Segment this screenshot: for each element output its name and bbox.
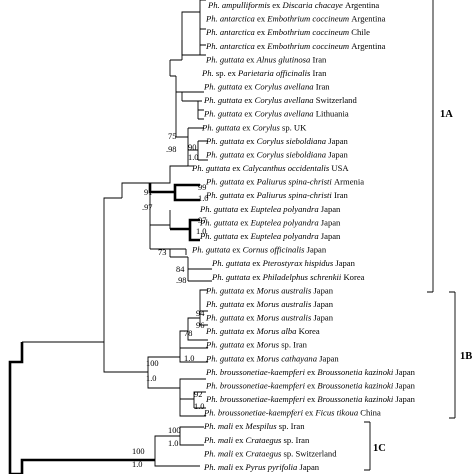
leaf-label: Ph. guttata ex Alnus glutinosa Iran bbox=[205, 54, 327, 64]
support-value: 84 bbox=[176, 265, 185, 274]
leaf-label: Ph. broussonetiae-kaempferi ex Ficus tik… bbox=[203, 408, 381, 418]
support-value: 73 bbox=[158, 248, 166, 257]
support-value: 1.0 bbox=[194, 402, 204, 411]
clade-label-1c: 1C bbox=[373, 443, 386, 454]
leaf-label: Ph. guttata ex Corylus sieboldiana Japan bbox=[205, 150, 349, 160]
leaf-label: Ph. guttata ex Euptelea polyandra Japan bbox=[199, 204, 341, 214]
leaf-label: Ph. guttata ex Corylus sieboldiana Japan bbox=[205, 136, 349, 146]
support-value: .98 bbox=[166, 145, 176, 154]
support-value: 92 bbox=[194, 390, 202, 399]
support-value: 1.0 bbox=[188, 153, 198, 162]
leaf-label: Ph. broussonetiae-kaempferi ex Broussone… bbox=[205, 381, 416, 391]
leaf-label: Ph. guttata ex Paliurus spina-christi Ir… bbox=[205, 190, 349, 200]
support-value: 100 bbox=[146, 359, 159, 368]
leaf-label: Ph. guttata ex Euptelea polyandra Japan bbox=[199, 231, 341, 241]
support-value: 1.0 bbox=[168, 439, 178, 448]
leaf-label: Ph. guttata ex Morus australis Japan bbox=[205, 299, 334, 309]
clade-label-1b: 1B bbox=[460, 351, 472, 362]
support-value: 1.0 bbox=[184, 354, 194, 363]
leaf-label: Ph. guttata ex Cornus officinalis Japan bbox=[191, 245, 327, 255]
support-value: 96 bbox=[196, 321, 204, 330]
leaf-label: Ph. sp. ex Parietaria officinalis Iran bbox=[201, 68, 327, 78]
leaf-label: Ph. mali ex Crataegus sp. Switzerland bbox=[203, 448, 337, 458]
leaf-label: Ph. broussonetiae-kaempferi ex Broussone… bbox=[205, 367, 416, 377]
support-value: 97 bbox=[198, 216, 206, 225]
leaf-label: Ph. guttata ex Corylus avellana Switzerl… bbox=[203, 95, 357, 105]
support-value: 75 bbox=[168, 132, 176, 141]
leaf-label: Ph. guttata ex Morus australis Japan bbox=[205, 313, 334, 323]
support-value: 78 bbox=[184, 329, 192, 338]
support-value: 1.0 bbox=[198, 194, 208, 203]
clade-brackets: 1A 1B 1C bbox=[364, 0, 472, 471]
support-value: 91 bbox=[144, 188, 152, 197]
leaf-label: Ph. mali ex Mespilus sp. Iran bbox=[203, 421, 305, 431]
leaf-label: Ph. guttata ex Paliurus spina-christi Ar… bbox=[205, 177, 364, 187]
leaf-label: Ph. ampulliformis ex Discaria chacaye Ar… bbox=[207, 0, 379, 10]
leaf-label: Ph. guttata ex Morus alba Korea bbox=[205, 326, 320, 336]
leaf-label: Ph. guttata ex Corylus sp. UK bbox=[201, 122, 307, 132]
support-value: 90 bbox=[188, 143, 196, 152]
leaf-label: Ph. guttata ex Philadelphus schrenkii Ko… bbox=[211, 272, 365, 282]
leaf-label: Ph. mali ex Crataegus sp. Iran bbox=[203, 435, 310, 445]
leaf-label: Ph. guttata ex Corylus avellana Iran bbox=[203, 82, 330, 92]
support-value: 1.0 bbox=[132, 460, 142, 469]
leaf-label: Ph. antarctica ex Embothrium coccineum A… bbox=[205, 14, 386, 24]
support-value: 94 bbox=[196, 309, 205, 318]
support-value: .98 bbox=[176, 276, 186, 285]
support-value: .97 bbox=[142, 203, 152, 212]
leaf-label: Ph. mali ex Pyrus pyrifolia Japan bbox=[203, 462, 320, 472]
leaf-label: Ph. broussonetiae-kaempferi ex Broussone… bbox=[205, 394, 416, 404]
leaf-label: Ph. antarctica ex Embothrium coccineum C… bbox=[205, 27, 370, 37]
leaf-label: Ph. guttata ex Euptelea polyandra Japan bbox=[199, 217, 341, 227]
support-value: 1.0 bbox=[146, 374, 156, 383]
clade-label-1a: 1A bbox=[440, 109, 453, 120]
leaf-label: Ph. guttata ex Morus cathayana Japan bbox=[205, 353, 339, 363]
tree-branches bbox=[8, 0, 212, 474]
support-value: 99 bbox=[198, 183, 206, 192]
support-value: 100 bbox=[168, 426, 181, 435]
leaf-label: Ph. guttata ex Morus australis Japan bbox=[205, 285, 334, 295]
support-value: 100 bbox=[132, 447, 145, 456]
leaf-label: Ph. guttata ex Pterostyrax hispidus Japa… bbox=[211, 258, 356, 268]
leaf-label: Ph. guttata ex Corylus avellana Lithuani… bbox=[203, 109, 349, 119]
leaf-label: Ph. guttata ex Calycanthus occidentalis … bbox=[191, 163, 349, 173]
leaf-label: Ph. antarctica ex Embothrium coccineum A… bbox=[205, 41, 386, 51]
leaf-label: Ph. guttata ex Morus sp. Iran bbox=[205, 340, 308, 350]
leaf-labels: Ph. ampulliformis ex Discaria chacaye Ar… bbox=[191, 0, 416, 472]
support-value: 1.0 bbox=[196, 227, 206, 236]
